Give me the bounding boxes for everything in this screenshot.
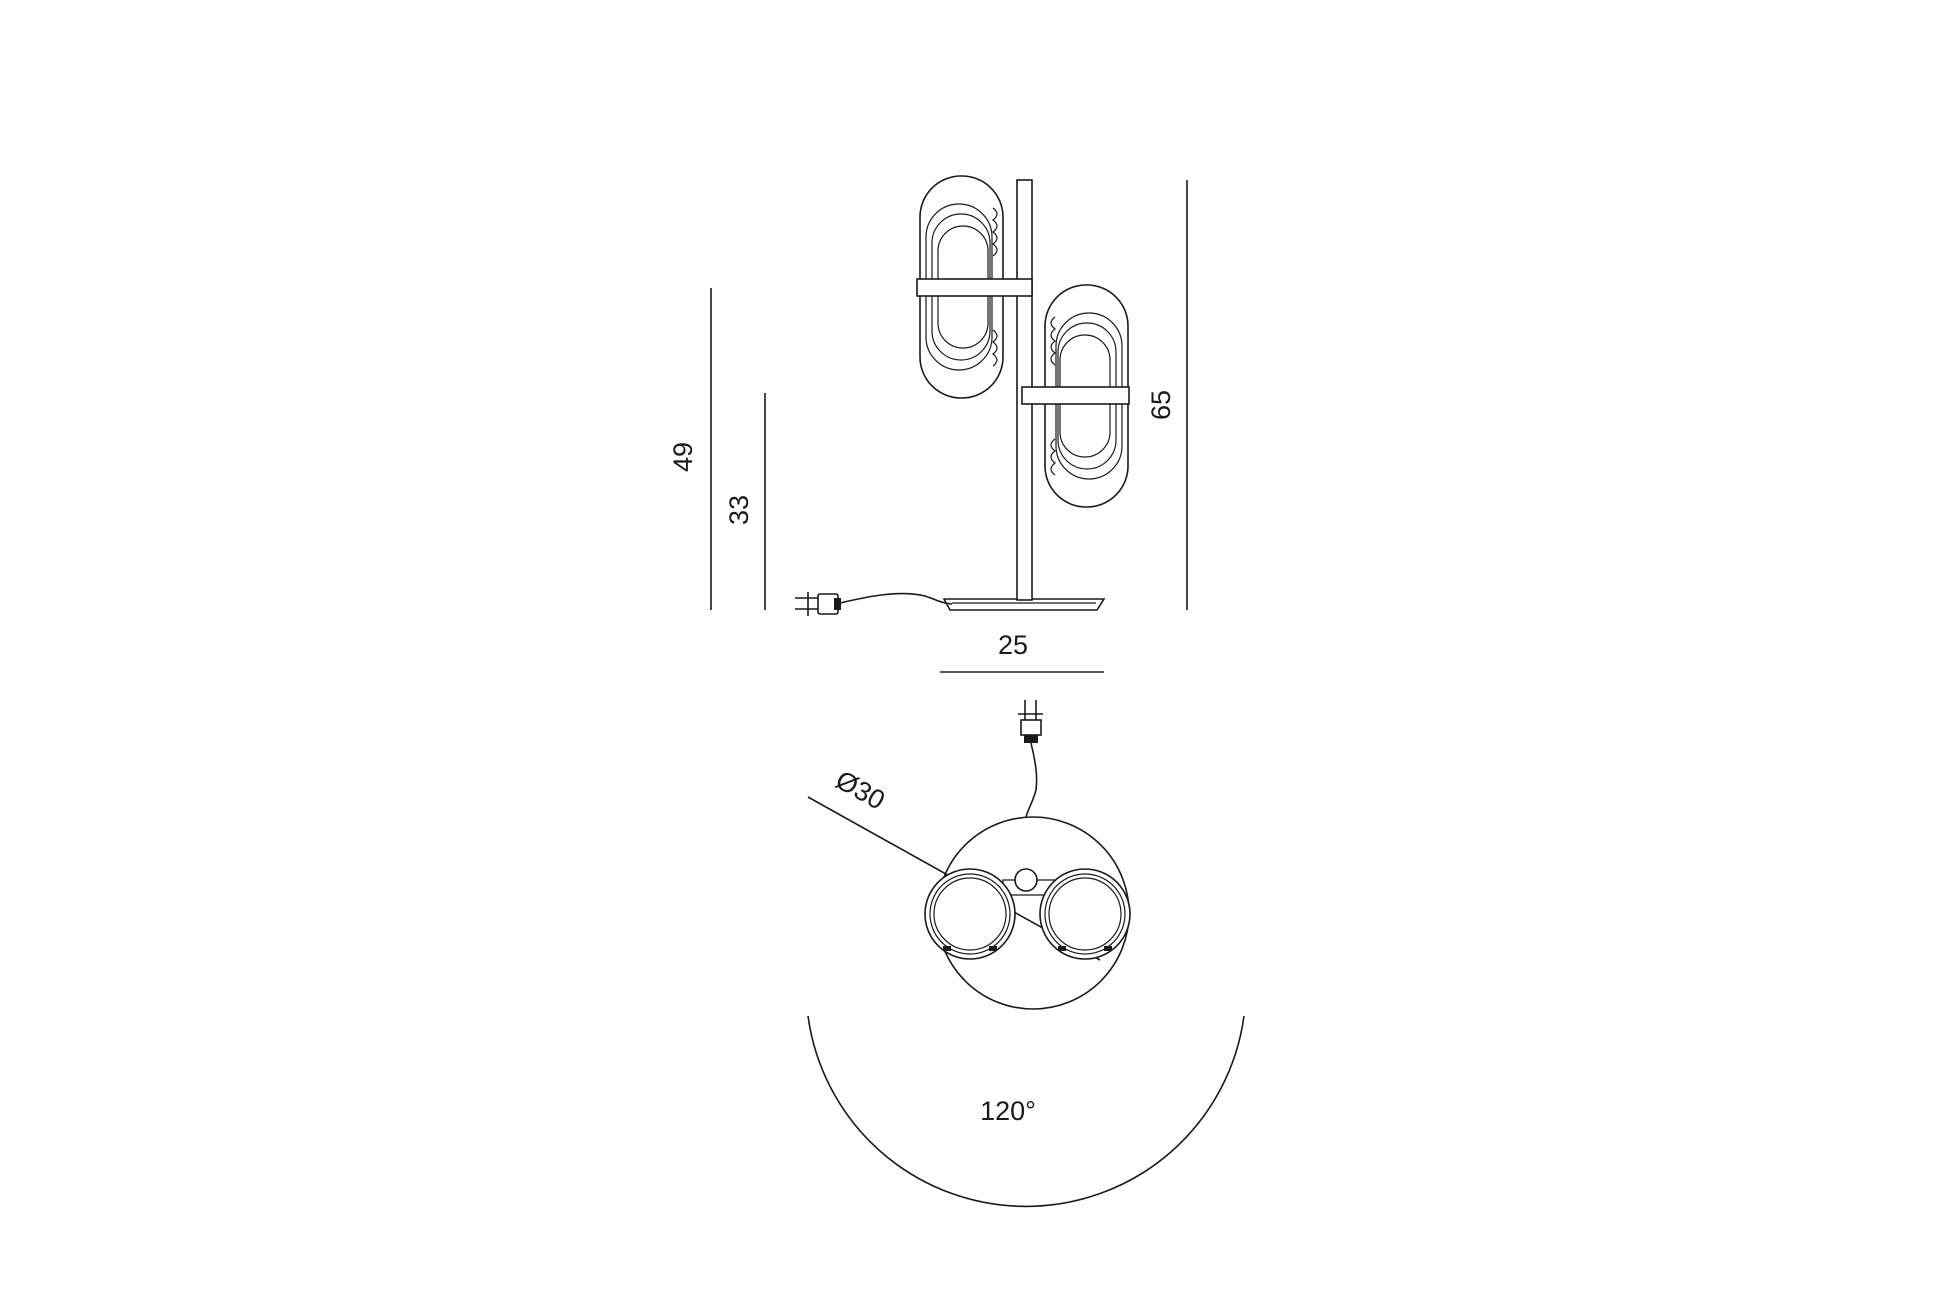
lamp-base bbox=[942, 598, 1106, 611]
lower-lamp-shade bbox=[1021, 284, 1130, 508]
plug-top-view bbox=[1018, 700, 1043, 823]
right-shade-ring bbox=[1039, 868, 1131, 960]
upper-shade-clamp bbox=[916, 278, 1033, 297]
power-cord-top bbox=[1024, 742, 1038, 823]
power-cord-side bbox=[795, 592, 953, 616]
dimension-label-diameter: Ø30 bbox=[831, 765, 890, 816]
rotation-arc bbox=[807, 1015, 1245, 1208]
dimension-label-lower-height: 33 bbox=[724, 495, 754, 525]
left-shade-ring bbox=[924, 868, 1016, 960]
lower-shade-clamp bbox=[1021, 386, 1130, 405]
dimension-label-base-width: 25 bbox=[998, 630, 1028, 660]
dimension-label-upper-height: 49 bbox=[668, 442, 698, 472]
top-plan-view: Ø30 120° bbox=[807, 700, 1245, 1208]
rotation-angle-label: 120° bbox=[980, 1096, 1036, 1126]
dimension-label-total-height: 65 bbox=[1146, 390, 1176, 420]
side-elevation-view: 65 49 33 25 bbox=[668, 175, 1188, 673]
upper-lamp-shade bbox=[916, 175, 1033, 399]
